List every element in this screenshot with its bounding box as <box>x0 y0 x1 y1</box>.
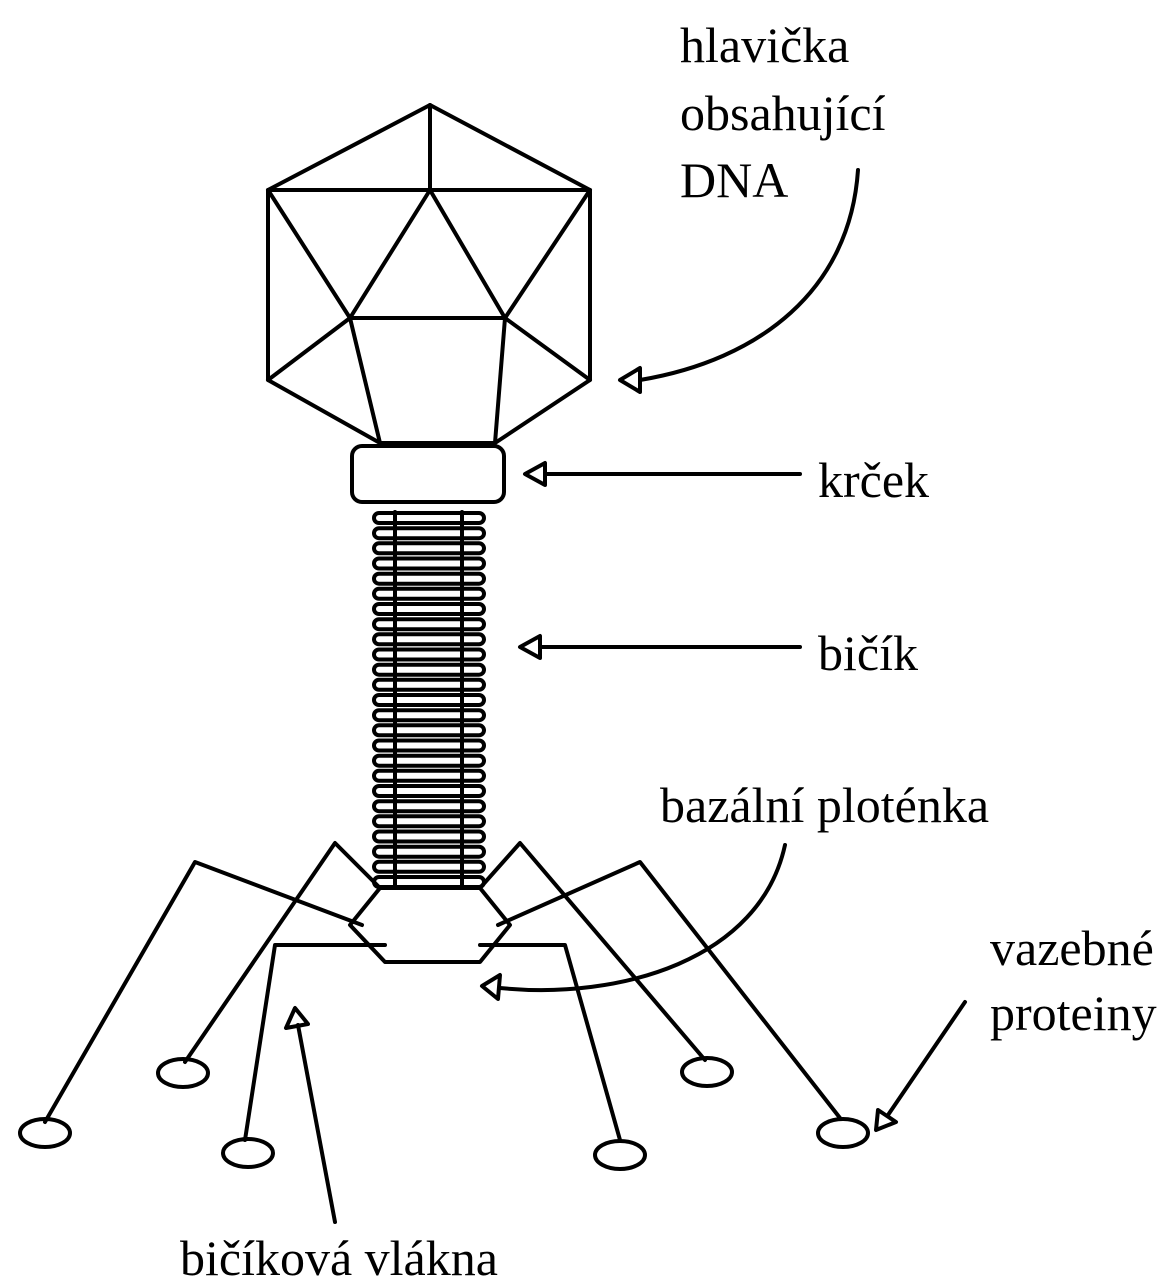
label-proteins-line2: proteiny <box>990 985 1157 1041</box>
binding-protein <box>818 1119 868 1147</box>
label-tail: bičík <box>818 625 918 681</box>
tail-ring <box>374 680 484 690</box>
tail-ring <box>374 847 484 857</box>
label-baseplate: bazální ploténka <box>660 777 989 833</box>
head-edge <box>505 190 590 318</box>
tail-ring <box>374 771 484 781</box>
collar-arrowhead <box>525 463 545 485</box>
tail-ring <box>374 513 484 523</box>
label-fibers: bičíková vlákna <box>180 1230 498 1283</box>
phage-baseplate <box>350 888 510 962</box>
fibers-arrowhead <box>286 1008 308 1028</box>
label-collar: krček <box>818 452 929 508</box>
binding-protein <box>595 1141 645 1169</box>
tail-ring <box>374 801 484 811</box>
tail-ring <box>374 574 484 584</box>
baseplate-arrowhead <box>482 975 500 999</box>
tail-ring <box>374 604 484 614</box>
binding-proteins <box>20 1058 868 1169</box>
proteins-arrow <box>888 1002 965 1115</box>
tail-ring <box>374 650 484 660</box>
binding-protein <box>223 1139 273 1167</box>
tail-fiber <box>185 843 380 1062</box>
phage-tail <box>374 513 484 887</box>
label-head-line2: obsahující <box>680 85 886 141</box>
tail-ring <box>374 862 484 872</box>
fibers-arrow <box>298 1025 335 1222</box>
tail-ring <box>374 816 484 826</box>
head-arrowhead <box>620 368 640 392</box>
binding-protein <box>682 1058 732 1086</box>
tail-ring <box>374 786 484 796</box>
tail-ring <box>374 695 484 705</box>
tail-ring <box>374 832 484 842</box>
tail-ring <box>374 543 484 553</box>
phage-collar <box>352 446 504 502</box>
tail-arrowhead <box>520 636 540 658</box>
tail-ring <box>374 710 484 720</box>
label-head-line1: hlavička <box>680 17 849 73</box>
tail-ring <box>374 559 484 569</box>
phage-head <box>268 105 590 443</box>
tail-ring <box>374 589 484 599</box>
head-edge <box>505 318 590 380</box>
proteins-arrowhead <box>876 1110 896 1130</box>
head-edge <box>268 318 350 380</box>
tail-ring <box>374 741 484 751</box>
head-edge <box>495 318 505 443</box>
tail-fiber <box>480 843 705 1060</box>
label-head-line3: DNA <box>680 152 788 208</box>
binding-protein <box>158 1059 208 1087</box>
head-edge <box>268 190 350 318</box>
head-edge <box>350 318 380 443</box>
label-proteins-line1: vazebné <box>990 920 1154 976</box>
tail-ring <box>374 877 484 887</box>
head-edge <box>350 190 430 318</box>
tail-ring <box>374 619 484 629</box>
tail-ring <box>374 634 484 644</box>
tail-ring <box>374 528 484 538</box>
head-edge <box>430 190 505 318</box>
tail-ring <box>374 756 484 766</box>
tail-ring <box>374 725 484 735</box>
tail-ring <box>374 665 484 675</box>
